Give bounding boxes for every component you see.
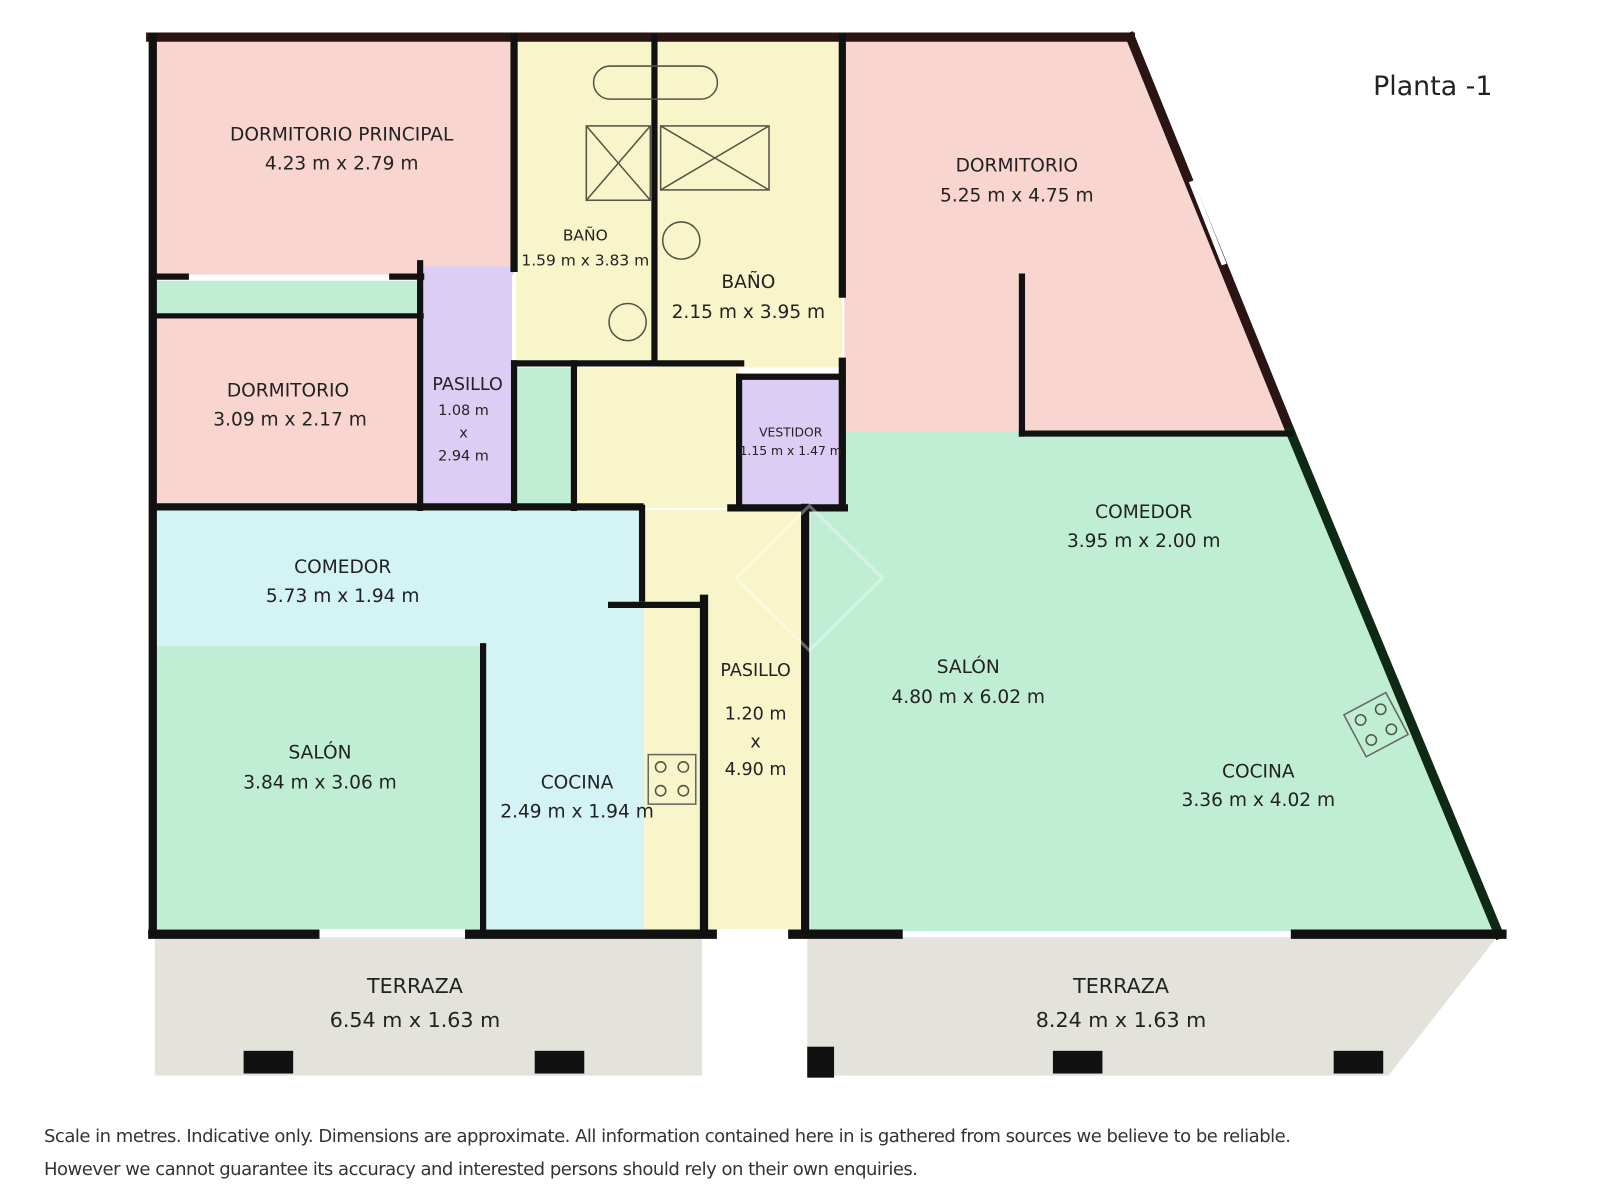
room-size: 1.20 m — [725, 704, 787, 724]
room-size: 2.15 m x 3.95 m — [672, 302, 826, 323]
dormitorio-principal-area — [154, 39, 515, 275]
room-name: SALÓN — [937, 654, 1000, 678]
terrace-pillar — [1333, 1050, 1384, 1074]
room-size: 1.08 m — [438, 403, 489, 419]
dormitorio-large-area — [844, 39, 1291, 432]
salon-left-area — [154, 646, 484, 930]
room-size: 4.23 m x 2.79 m — [265, 153, 419, 174]
closet-strip-area — [156, 280, 420, 316]
dormitorio-area — [154, 317, 420, 508]
terrace-pillar — [807, 1046, 835, 1078]
room-name: PASILLO — [720, 661, 790, 681]
room-size: 2.94 m — [438, 448, 489, 464]
room-name: PASILLO — [432, 375, 502, 395]
bathtub-icon — [592, 65, 719, 100]
room-size: 3.84 m x 3.06 m — [243, 773, 397, 794]
room-name: COCINA — [1222, 761, 1295, 782]
shower-icon — [585, 125, 652, 202]
sink-icon — [661, 221, 701, 260]
walls — [146, 31, 1507, 941]
room-size: 4.80 m x 6.02 m — [891, 687, 1045, 708]
room-fills — [154, 39, 1499, 1076]
room-name: COMEDOR — [294, 557, 391, 578]
room-size: 3.36 m x 4.02 m — [1182, 790, 1336, 811]
bano-1-area — [516, 39, 655, 366]
room-name: DORMITORIO — [227, 380, 349, 401]
room-name: TERRAZA — [1072, 974, 1169, 998]
small-green-area — [514, 367, 574, 508]
room-name: SALÓN — [288, 740, 351, 764]
terrace-pillar — [243, 1050, 294, 1074]
sink-icon — [608, 302, 647, 342]
room-name: VESTIDOR — [759, 426, 823, 440]
room-name: TERRAZA — [366, 974, 463, 998]
watermark-logo — [733, 503, 885, 653]
bano-2-area — [656, 39, 843, 368]
small-yellow-area — [573, 367, 740, 508]
pasillo-upper-area — [421, 266, 512, 510]
room-name: COCINA — [541, 773, 614, 794]
room-name: BAÑO — [721, 270, 775, 293]
room-size: 1.15 m x 1.47 m — [740, 444, 842, 458]
room-size: 1.59 m x 3.83 m — [521, 251, 649, 269]
stove-icon — [1342, 691, 1410, 758]
vestidor-area — [739, 376, 841, 506]
room-name: DORMITORIO PRINCIPAL — [230, 124, 454, 145]
terraza-right-area — [807, 937, 1497, 1076]
room-size: 5.25 m x 4.75 m — [940, 185, 1094, 206]
room-name: COMEDOR — [1095, 502, 1192, 523]
room-size: x — [459, 426, 468, 442]
pasillo-lower-area — [644, 509, 808, 930]
stove-icon — [647, 753, 697, 805]
room-size: 2.49 m x 1.94 m — [500, 802, 654, 823]
disclaimer-line: However we cannot guarantee its accuracy… — [44, 1159, 918, 1180]
room-name: DORMITORIO — [956, 155, 1078, 176]
disclaimer: Scale in metres. Indicative only. Dimens… — [44, 1120, 1291, 1186]
disclaimer-line: Scale in metres. Indicative only. Dimens… — [44, 1126, 1291, 1147]
room-size: 5.73 m x 1.94 m — [266, 586, 420, 607]
room-size: x — [750, 732, 760, 752]
terrace-pillar — [534, 1050, 585, 1074]
terraza-left-area — [154, 937, 702, 1076]
terrace-pillar — [1052, 1050, 1103, 1074]
floor-title: Planta -1 — [1373, 71, 1492, 102]
room-name: BAÑO — [563, 226, 608, 245]
shower-icon — [659, 125, 770, 191]
room-size: 3.09 m x 2.17 m — [213, 409, 367, 430]
room-labels: DORMITORIO PRINCIPAL 4.23 m x 2.79 m DOR… — [213, 71, 1492, 1032]
room-size: 4.90 m — [725, 760, 787, 780]
room-size: 8.24 m x 1.63 m — [1036, 1008, 1206, 1032]
room-size: 6.54 m x 1.63 m — [330, 1008, 500, 1032]
room-size: 3.95 m x 2.00 m — [1067, 531, 1221, 552]
fixtures — [243, 65, 1410, 1078]
salon-comedor-cocina-area — [810, 431, 1499, 932]
